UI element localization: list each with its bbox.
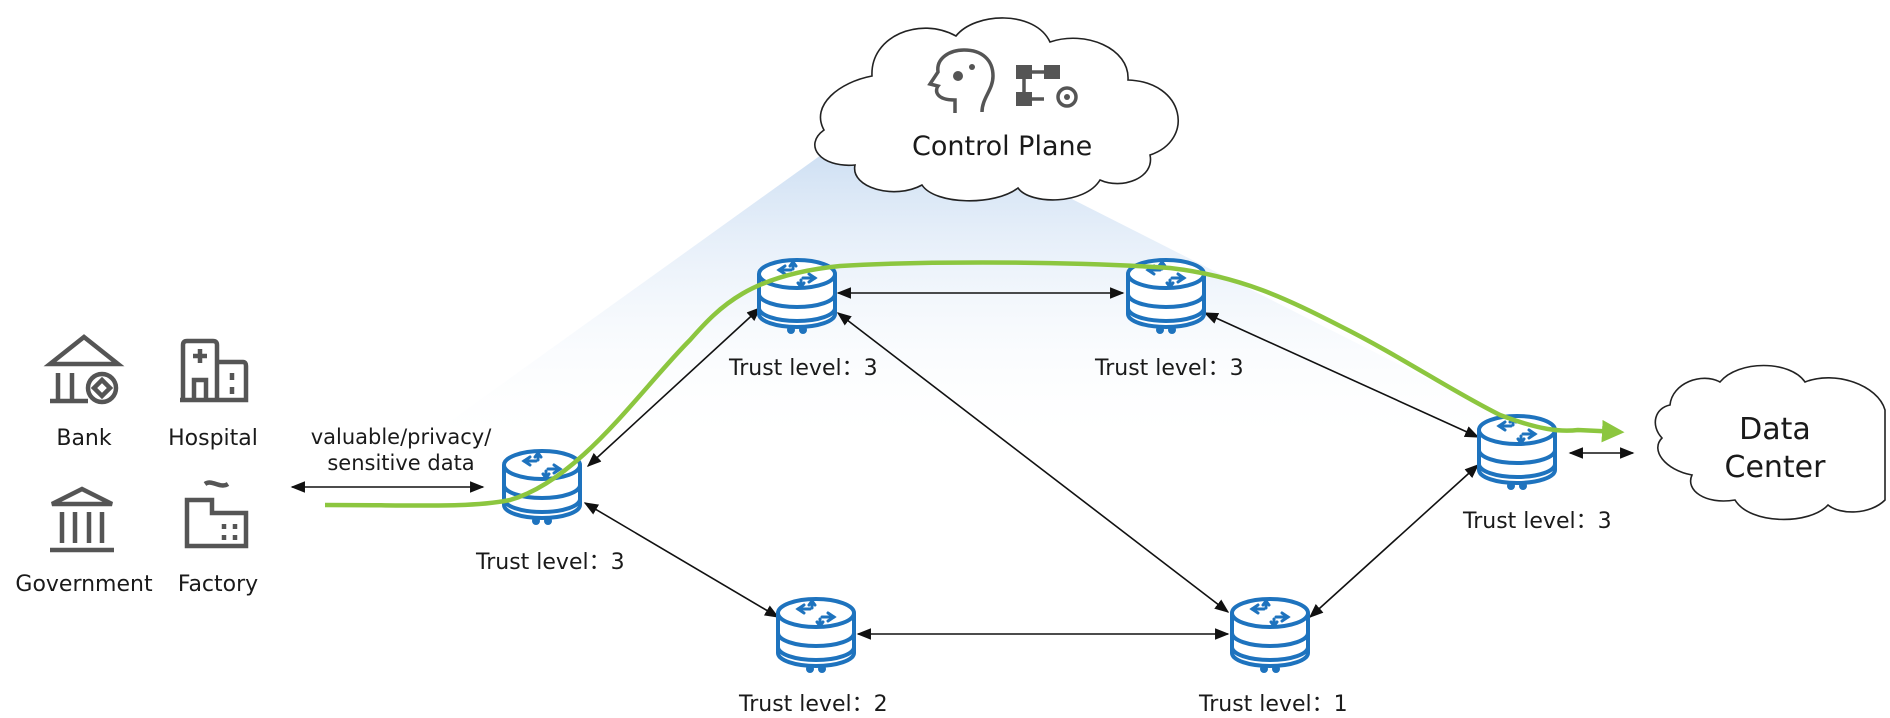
trust-label-exit: Trust level：3: [1463, 509, 1612, 534]
government-icon: [50, 486, 114, 553]
trusted-path: [324, 260, 1625, 508]
bank-label: Bank: [56, 426, 112, 451]
router-bottom-left: [776, 597, 856, 675]
hospital-icon: [180, 338, 249, 403]
trust-label-bottom-right: Trust level：1: [1199, 692, 1348, 717]
router-bottom-right: [1230, 597, 1310, 675]
data-center-line1: Data: [1739, 412, 1811, 447]
control-plane-label: Control Plane: [912, 131, 1093, 162]
data-center-line2: Center: [1724, 450, 1826, 485]
factory-label: Factory: [177, 572, 259, 597]
data-center-label: Data Center: [1700, 411, 1850, 487]
link-bottomright-exit: [1308, 464, 1480, 618]
link-lines: [290, 287, 1635, 640]
hospital-label: Hospital: [168, 426, 258, 451]
data-note-line2: sensitive data: [327, 451, 475, 475]
control-plane-cloud: [814, 17, 1179, 202]
bank-icon: [43, 334, 125, 405]
trust-label-entry: Trust level：3: [476, 550, 625, 575]
data-note-line1: valuable/privacy/: [310, 425, 492, 449]
data-note: valuable/privacy/ sensitive data: [290, 424, 512, 476]
ai-brain-icon: [927, 48, 995, 113]
link-entry-topleft: [586, 307, 762, 467]
trust-label-top-left: Trust level：3: [729, 356, 878, 381]
government-label: Government: [15, 572, 153, 597]
link-entry-bottomleft: [583, 502, 780, 618]
link-topright-exit: [1203, 312, 1480, 438]
flow-config-icon: [1016, 65, 1078, 108]
trust-label-top-right: Trust level：3: [1095, 356, 1244, 381]
link-topleft-bottomright: [836, 312, 1230, 613]
factory-icon: [184, 480, 249, 549]
data-center-cloud: [1654, 364, 1886, 521]
trust-label-bottom-left: Trust level：2: [739, 692, 888, 717]
